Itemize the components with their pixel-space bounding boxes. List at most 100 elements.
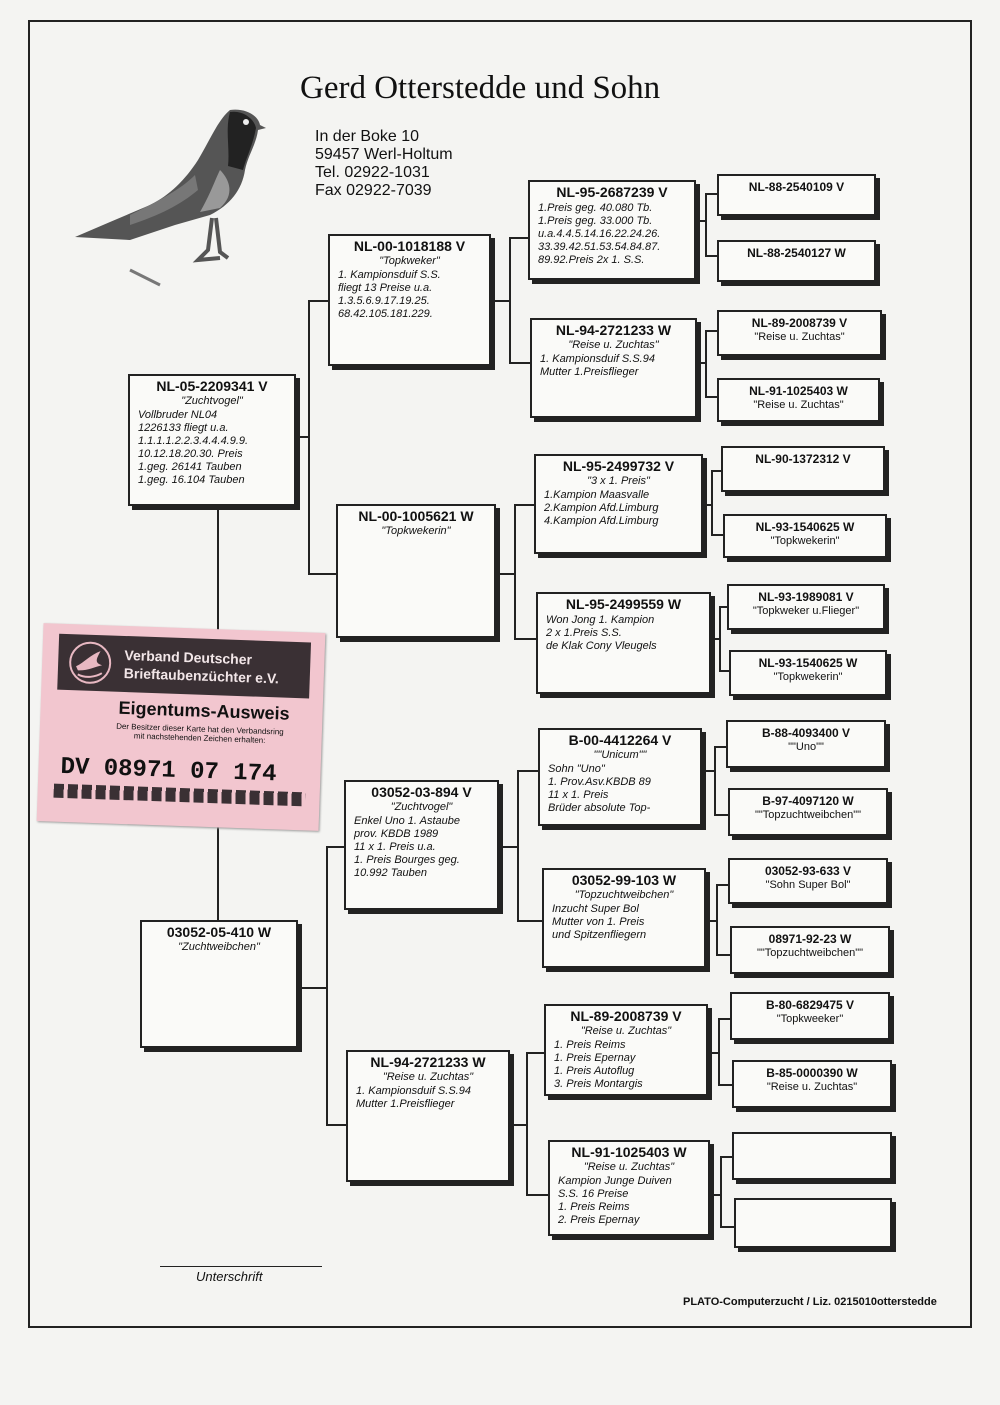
ring-number: NL-88-2540127 W (747, 246, 846, 260)
connector (706, 920, 718, 922)
connector (705, 193, 707, 257)
ring-number: NL-94-2721233 W (555, 322, 672, 338)
pigeon-name: "Sohn Super Bol" (765, 879, 851, 891)
ring-number: NL-91-1025403 W (749, 384, 848, 398)
connector (517, 770, 538, 772)
pigeon-info: 1.Preis geg. 40.080 Tb.1.Preis geg. 33.0… (538, 202, 661, 266)
connector (705, 330, 717, 332)
ring-number: NL-95-2687239 V (556, 184, 668, 200)
footer-license: PLATO-Computerzucht / Liz. 0215010otters… (683, 1296, 937, 1308)
card-ring-number: DV 08971 07 174 (60, 753, 277, 789)
connector (514, 504, 534, 506)
connector (509, 237, 511, 364)
connector (296, 436, 310, 438)
connector (714, 746, 726, 748)
pedigree-box-sire-s: NL-00-1018188 V "Topkweker" 1. Kampionsd… (328, 234, 491, 366)
pedigree-box-ggp: B-80-6829475 V "Topkweeker" (730, 992, 890, 1040)
pigeon-name: "Zuchtvogel" (390, 801, 453, 813)
pedigree-box-ggp: NL-89-2008739 V "Reise u. Zuchtas" (717, 310, 882, 356)
connector (719, 670, 729, 672)
connector (499, 846, 519, 848)
pedigree-box-gp5: B-00-4412264 V ""Unicum"" Sohn "Uno"1. P… (538, 728, 702, 826)
pedigree-box-ggp: NL-93-1540625 W "Topkwekerin" (723, 514, 887, 558)
pedigree-box-gp7: NL-89-2008739 V "Reise u. Zuchtas" 1. Pr… (544, 1004, 708, 1096)
address-line: Fax 02922-7039 (315, 182, 432, 199)
ownership-card: Verband Deutscher Brieftaubenzüchter e.V… (36, 623, 326, 831)
pedigree-box-ggp: B-88-4093400 V ""Uno"" (726, 720, 886, 768)
connector (526, 1052, 528, 1196)
pedigree-box-dam-s: NL-00-1005621 W "Topkwekerin" (336, 504, 496, 638)
connector (514, 638, 536, 640)
ring-number: B-85-0000390 W (766, 1066, 858, 1080)
pedigree-box-ggp: NL-91-1025403 W "Reise u. Zuchtas" (717, 378, 880, 422)
pigeon-name: ""Topzuchtweibchen"" (754, 809, 862, 821)
ring-number: NL-95-2499732 V (562, 458, 675, 474)
connector (711, 470, 713, 536)
page-title: Gerd Otterstedde und Sohn (300, 70, 661, 106)
connector (526, 1194, 548, 1196)
connector (308, 300, 328, 302)
pigeon-name: "Reise u. Zuchtas" (753, 399, 844, 411)
connector (510, 1124, 528, 1126)
ring-number: NL-89-2008739 V (751, 316, 848, 330)
connector (705, 193, 717, 195)
connector (714, 814, 728, 816)
connector (496, 573, 516, 575)
ring-number: NL-93-1989081 V (758, 590, 854, 604)
connector (298, 987, 328, 989)
ring-number: NL-94-2721233 W (370, 1054, 486, 1070)
pedigree-box-gp8: NL-91-1025403 W "Reise u. Zuchtas" Kampi… (548, 1140, 710, 1236)
pigeon-name: ""Topzuchtweibchen"" (756, 947, 864, 959)
pedigree-box-ggp: NL-93-1989081 V "Topkweker u.Flieger" (727, 584, 885, 630)
ring-number: NL-91-1025403 W (571, 1144, 687, 1160)
connector (718, 1018, 720, 1086)
pedigree-box-ggp: NL-88-2540109 V (717, 174, 876, 216)
connector (716, 954, 730, 956)
connector (718, 1084, 732, 1086)
pedigree-box-dam-m: NL-94-2721233 W "Reise u. Zuchtas" 1. Ka… (346, 1050, 510, 1182)
pedigree-box-mate: 03052-05-410 W "Zuchtweibchen" (140, 920, 298, 1048)
pedigree-box-gp1: NL-95-2687239 V 1.Preis geg. 40.080 Tb.1… (528, 180, 696, 280)
address-line: In der Boke 10 (315, 128, 420, 145)
pigeon-name: "Reise u. Zuchtas" (766, 1081, 858, 1093)
signature-line (160, 1266, 322, 1267)
ring-number: NL-05-2209341 V (156, 378, 268, 394)
pigeon-name: "Topkweeker" (776, 1013, 844, 1025)
pedigree-box-ggp: 03052-93-633 V "Sohn Super Bol" (728, 858, 888, 904)
pedigree-box-sire-m: 03052-03-894 V "Zuchtvogel" Enkel Uno 1.… (344, 780, 499, 910)
connector (517, 920, 542, 922)
connector (308, 573, 336, 575)
connector (720, 1226, 734, 1228)
connector (711, 638, 721, 640)
pigeon-name: "Reise u. Zuchtas" (583, 1161, 675, 1173)
pedigree-box-ggp (732, 1132, 892, 1180)
connector (711, 534, 723, 536)
pigeon-info: 1. Kampionsduif S.S.fliegt 13 Preise u.a… (338, 269, 441, 320)
connector (308, 300, 310, 575)
ring-number: 03052-93-633 V (764, 864, 852, 878)
pigeon-name: "3 x 1. Preis" (587, 475, 650, 487)
card-title: Eigentums-Ausweis (118, 697, 290, 724)
ring-number: 03052-99-103 W (571, 872, 677, 888)
ring-number: B-97-4097120 W (762, 794, 854, 808)
pedigree-box-ggp: NL-93-1540625 W "Topkwekerin" (729, 650, 887, 696)
pigeon-icon (75, 109, 266, 287)
connector (720, 1156, 722, 1228)
ring-number: NL-93-1540625 W (755, 520, 855, 534)
page-frame (28, 20, 972, 1328)
pigeon-name: "Zuchtvogel" (181, 395, 243, 407)
pigeon-name: "Zuchtweibchen" (178, 941, 260, 953)
ring-number: NL-89-2008739 V (570, 1008, 682, 1024)
pedigree-box-ggp (734, 1198, 892, 1248)
address-line: 59457 Werl-Holtum (315, 146, 453, 163)
pigeon-name: "Reise u. Zuchtas" (580, 1025, 672, 1037)
